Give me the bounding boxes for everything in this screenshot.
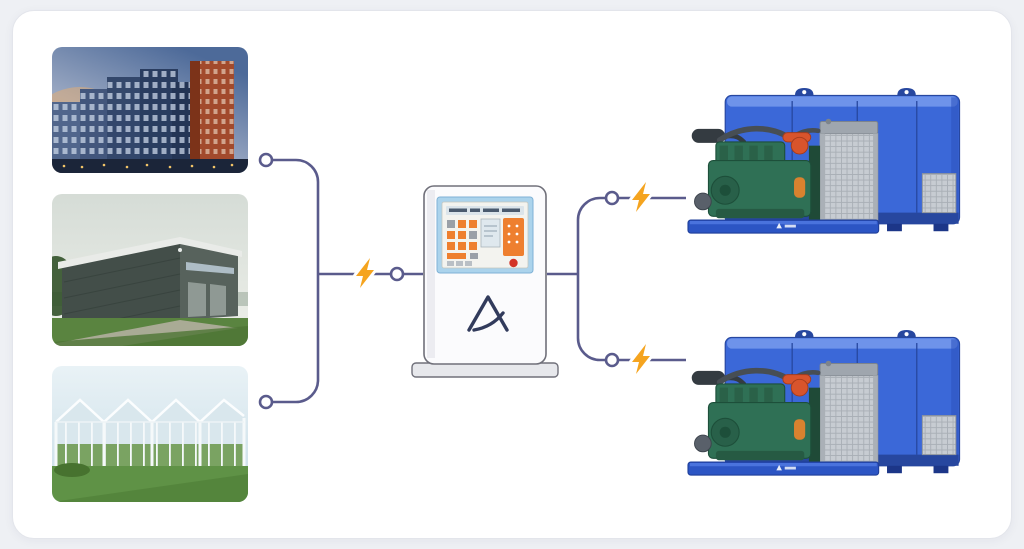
lamp xyxy=(178,248,182,252)
diesel-generator-2 xyxy=(688,330,960,475)
door xyxy=(210,284,226,316)
brand-logo xyxy=(467,295,509,332)
panel-header-text xyxy=(449,208,520,212)
right-bracket-line xyxy=(576,196,686,362)
roof-trim xyxy=(58,237,242,269)
street-lights xyxy=(62,163,234,169)
warehouse-side-wall xyxy=(62,240,180,342)
diesel-generator-1 xyxy=(688,88,960,233)
panel-keypad xyxy=(503,218,524,256)
connector-node-cabinet-in xyxy=(389,266,405,282)
greenhouse-photo xyxy=(52,366,248,502)
residential-photo xyxy=(52,47,248,173)
connector-node-genset-2 xyxy=(604,352,620,368)
cabinet-base xyxy=(411,362,559,378)
left-bracket-line xyxy=(272,158,320,404)
cabinet-shading xyxy=(427,190,435,358)
connector-node-residential xyxy=(258,152,274,168)
panel-buttons xyxy=(447,220,478,266)
controller-panel xyxy=(436,196,534,274)
connector-node-greenhouse xyxy=(258,394,274,410)
emergency-stop-button xyxy=(509,258,518,268)
door xyxy=(188,282,206,317)
warehouse-photo xyxy=(52,194,248,346)
bush xyxy=(54,463,90,477)
lightning-bolt-icon xyxy=(632,344,650,374)
lightning-bolt-icon xyxy=(632,182,650,212)
connector-node-genset-1 xyxy=(604,190,620,206)
window-strip xyxy=(186,262,234,274)
ats-control-cabinet xyxy=(411,185,559,378)
panel-display xyxy=(480,218,501,248)
lightning-bolt-icon xyxy=(356,258,374,288)
